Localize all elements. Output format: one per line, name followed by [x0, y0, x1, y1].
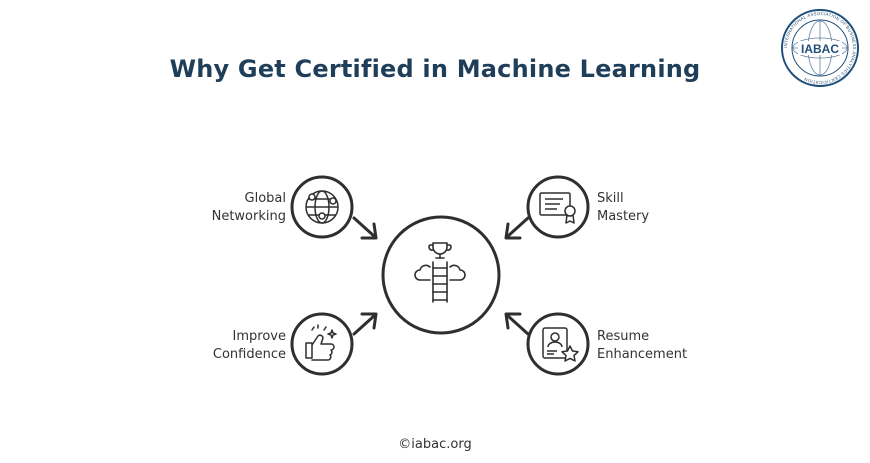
label-skill-mastery: Skill Mastery: [597, 191, 650, 224]
certificate-icon: [539, 192, 576, 224]
iabac-logo: IABAC INTERNATIONAL ASSOCIATION OF BUSIN…: [781, 9, 859, 87]
arrow-global-networking: [352, 216, 378, 240]
arrow-resume-enhancement: [504, 312, 530, 336]
resume-enhancement-node: [526, 312, 590, 376]
arrow-improve-confidence: [352, 312, 378, 336]
thumbs-up-icon: [305, 324, 337, 361]
arrow-skill-mastery: [504, 216, 530, 240]
resume-star-icon: [542, 327, 579, 362]
global-networking-node: [290, 175, 354, 239]
logo-text: IABAC: [801, 42, 839, 56]
page-title: Why Get Certified in Machine Learning: [169, 55, 701, 83]
footer-copyright: ©iabac.org: [398, 437, 472, 452]
label-global-networking: Global Networking: [211, 191, 286, 224]
label-improve-confidence: Improve Confidence: [212, 329, 286, 362]
label-resume-enhancement: Resume Enhancement: [597, 329, 688, 362]
improve-confidence-node: [290, 312, 354, 376]
globe-network-icon: [305, 190, 339, 224]
trophy-ladder-icon: [414, 242, 466, 303]
skill-mastery-node: [526, 175, 590, 239]
center-node: [381, 215, 501, 335]
